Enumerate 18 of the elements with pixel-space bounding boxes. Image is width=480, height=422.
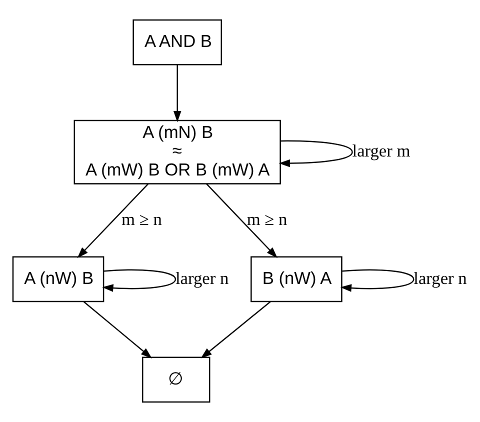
edge-label: larger n: [414, 268, 467, 288]
arrow: [173, 64, 182, 122]
edge-label: m ≥ n: [122, 210, 162, 229]
arrow: [83, 301, 152, 358]
node-box: B (nW) A: [250, 256, 342, 302]
arrow: [340, 269, 414, 292]
arrow: [102, 269, 176, 292]
edge-label: larger n: [175, 268, 229, 288]
arrow: [206, 183, 278, 258]
arrow: [200, 301, 271, 358]
arrow: [77, 183, 149, 258]
node-box: A (nW) B: [12, 256, 104, 302]
node-box: A AND B: [132, 19, 222, 66]
node-box: A (mN) B ≈ A (mW) B OR B (mW) A: [74, 120, 281, 184]
edge-label: larger m: [352, 142, 410, 161]
edge-label: m ≥ n: [246, 210, 288, 229]
arrow: [278, 140, 353, 168]
node-box: ∅: [142, 356, 210, 403]
